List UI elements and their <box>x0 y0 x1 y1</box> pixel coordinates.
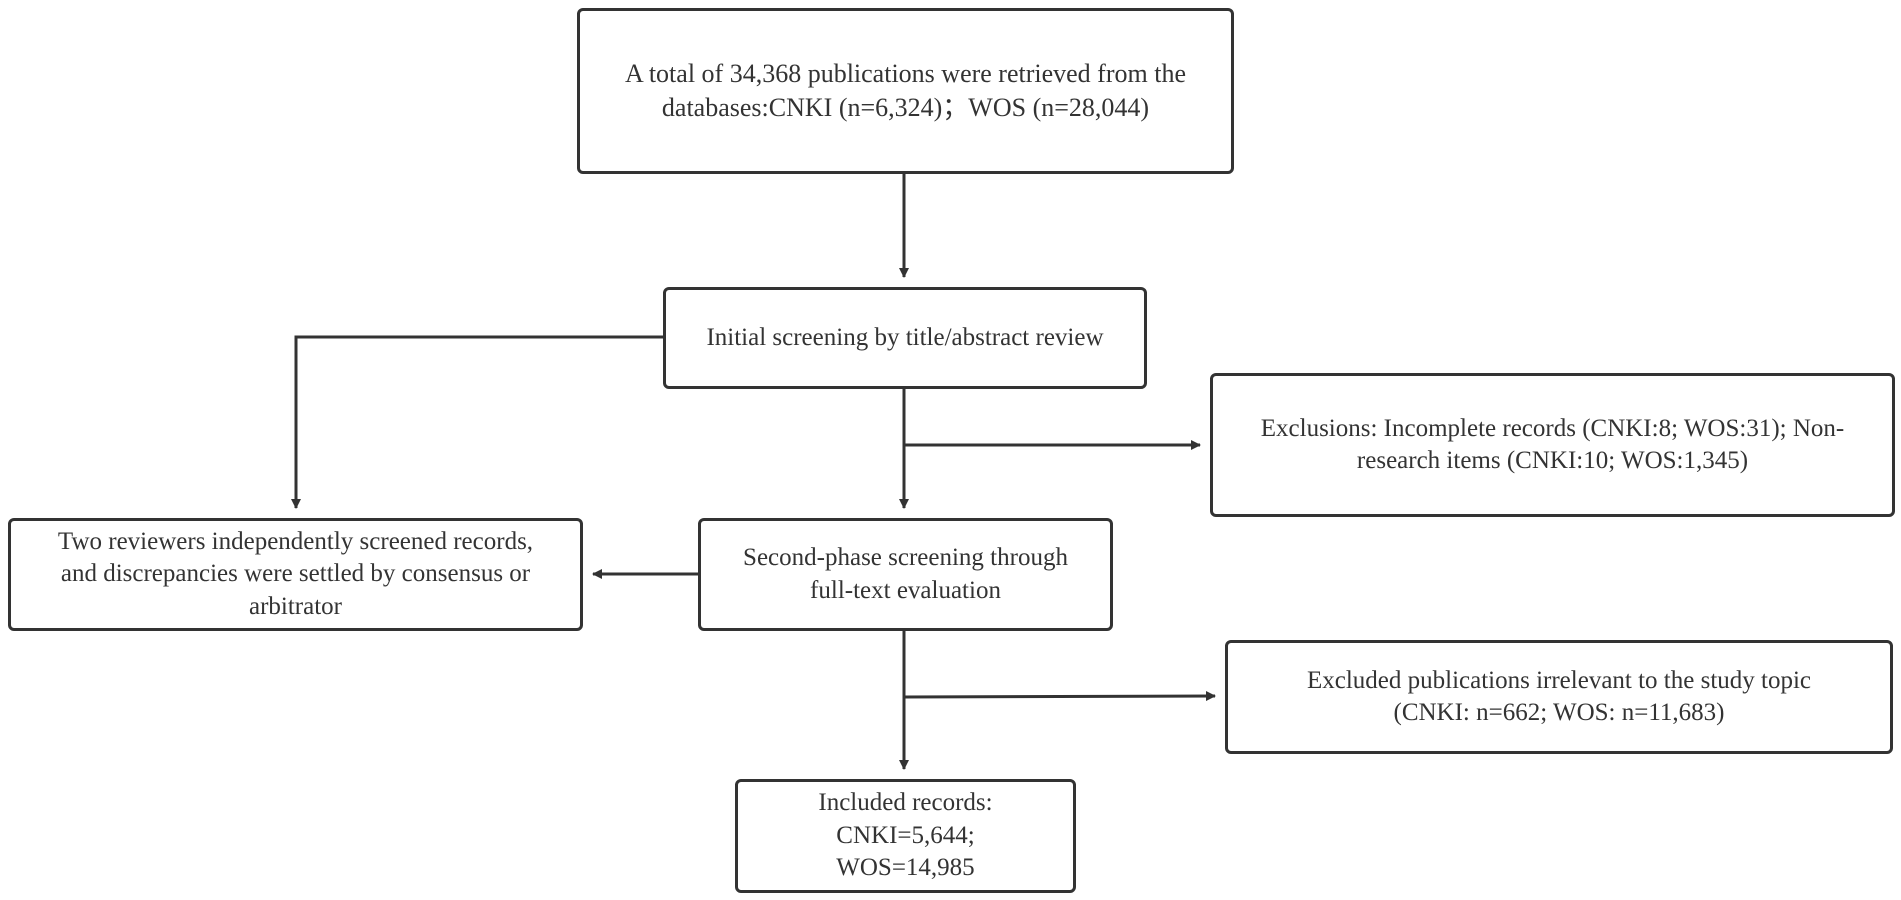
reviewers-text: Two reviewers independently screened rec… <box>58 526 533 624</box>
total-retrieved-text: A total of 34,368 publications were retr… <box>625 57 1186 125</box>
included-records-line-2: CNKI=5,644; <box>836 821 975 849</box>
exclusions-line-2: research items (CNKI:10; WOS:1,345) <box>1356 447 1749 474</box>
second-phase-line-2: full-text evaluation <box>810 576 1001 604</box>
second-phase-screening-box: Second-phase screening through full-text… <box>698 518 1113 631</box>
reviewers-line-1: Two reviewers independently screened rec… <box>57 527 534 555</box>
second-phase-line-1: Second-phase screening through <box>743 544 1068 571</box>
included-records-line-3: WOS=14,985 <box>836 854 975 882</box>
reviewers-box: Two reviewers independently screened rec… <box>8 518 583 631</box>
total-retrieved-line-1: A total of 34,368 publications were retr… <box>624 59 1186 89</box>
second-phase-screening-text: Second-phase screening through full-text… <box>743 542 1068 607</box>
total-retrieved-line-2: databases:CNKI (n=6,324)；WOS (n=28,044) <box>661 93 1150 122</box>
arrow-to-excluded-irrelevant <box>903 691 1216 702</box>
included-records-box: Included records: CNKI=5,644; WOS=14,985 <box>735 779 1076 893</box>
arrow-initial-to-reviewers <box>291 335 663 509</box>
initial-screening-text: Initial screening by title/abstract revi… <box>706 322 1103 355</box>
exclusions-line-1: Exclusions: Incomplete records (CNKI:8; … <box>1260 414 1845 442</box>
initial-screening-line-1: Initial screening by title/abstract revi… <box>706 323 1104 351</box>
reviewers-line-3: arbitrator <box>248 592 342 620</box>
excluded-irrelevant-line-2: (CNKI: n=662; WOS: n=11,683) <box>1393 699 1725 726</box>
excluded-irrelevant-line-1: Excluded publications irrelevant to the … <box>1306 666 1812 694</box>
included-records-line-1: Included records: <box>818 789 993 817</box>
initial-screening-box: Initial screening by title/abstract revi… <box>663 287 1147 389</box>
reviewers-line-2: and discrepancies were settled by consen… <box>60 560 531 588</box>
excluded-irrelevant-text: Excluded publications irrelevant to the … <box>1307 665 1811 730</box>
exclusions-text: Exclusions: Incomplete records (CNKI:8; … <box>1261 413 1844 478</box>
total-retrieved-box: A total of 34,368 publications were retr… <box>577 8 1234 174</box>
excluded-irrelevant-box: Excluded publications irrelevant to the … <box>1225 640 1893 754</box>
exclusions-box: Exclusions: Incomplete records (CNKI:8; … <box>1210 373 1895 517</box>
included-records-text: Included records: CNKI=5,644; WOS=14,985 <box>818 787 992 885</box>
